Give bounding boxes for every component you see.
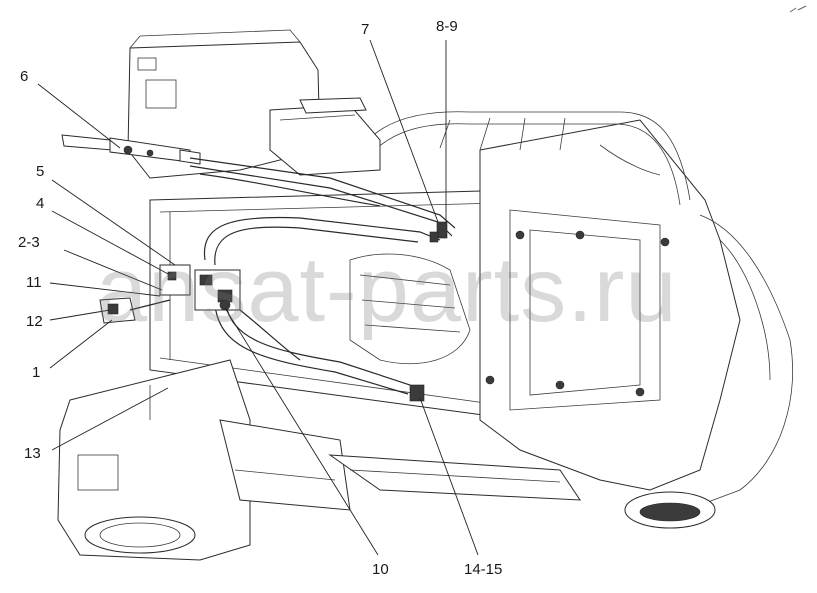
callout-2-3: 2-3 [18,234,40,251]
callout-4: 4 [36,195,44,212]
callout-1: 1 [32,364,40,381]
hydraulic-lines [61,134,456,402]
callout-10: 10 [372,561,389,578]
callout-5: 5 [36,163,44,180]
callout-14-15: 14-15 [464,561,502,578]
callout-12: 12 [26,313,43,330]
leader-lines [37,39,479,556]
callout-13: 13 [24,445,41,462]
corner-mark-icon [789,5,807,13]
callout-8-9: 8-9 [436,18,458,35]
callout-labels: 6 7 8-9 5 4 2-3 11 12 1 13 10 14-15 [18,18,502,578]
callout-6: 6 [20,68,28,85]
callout-11: 11 [26,274,42,291]
callout-7: 7 [361,21,369,38]
